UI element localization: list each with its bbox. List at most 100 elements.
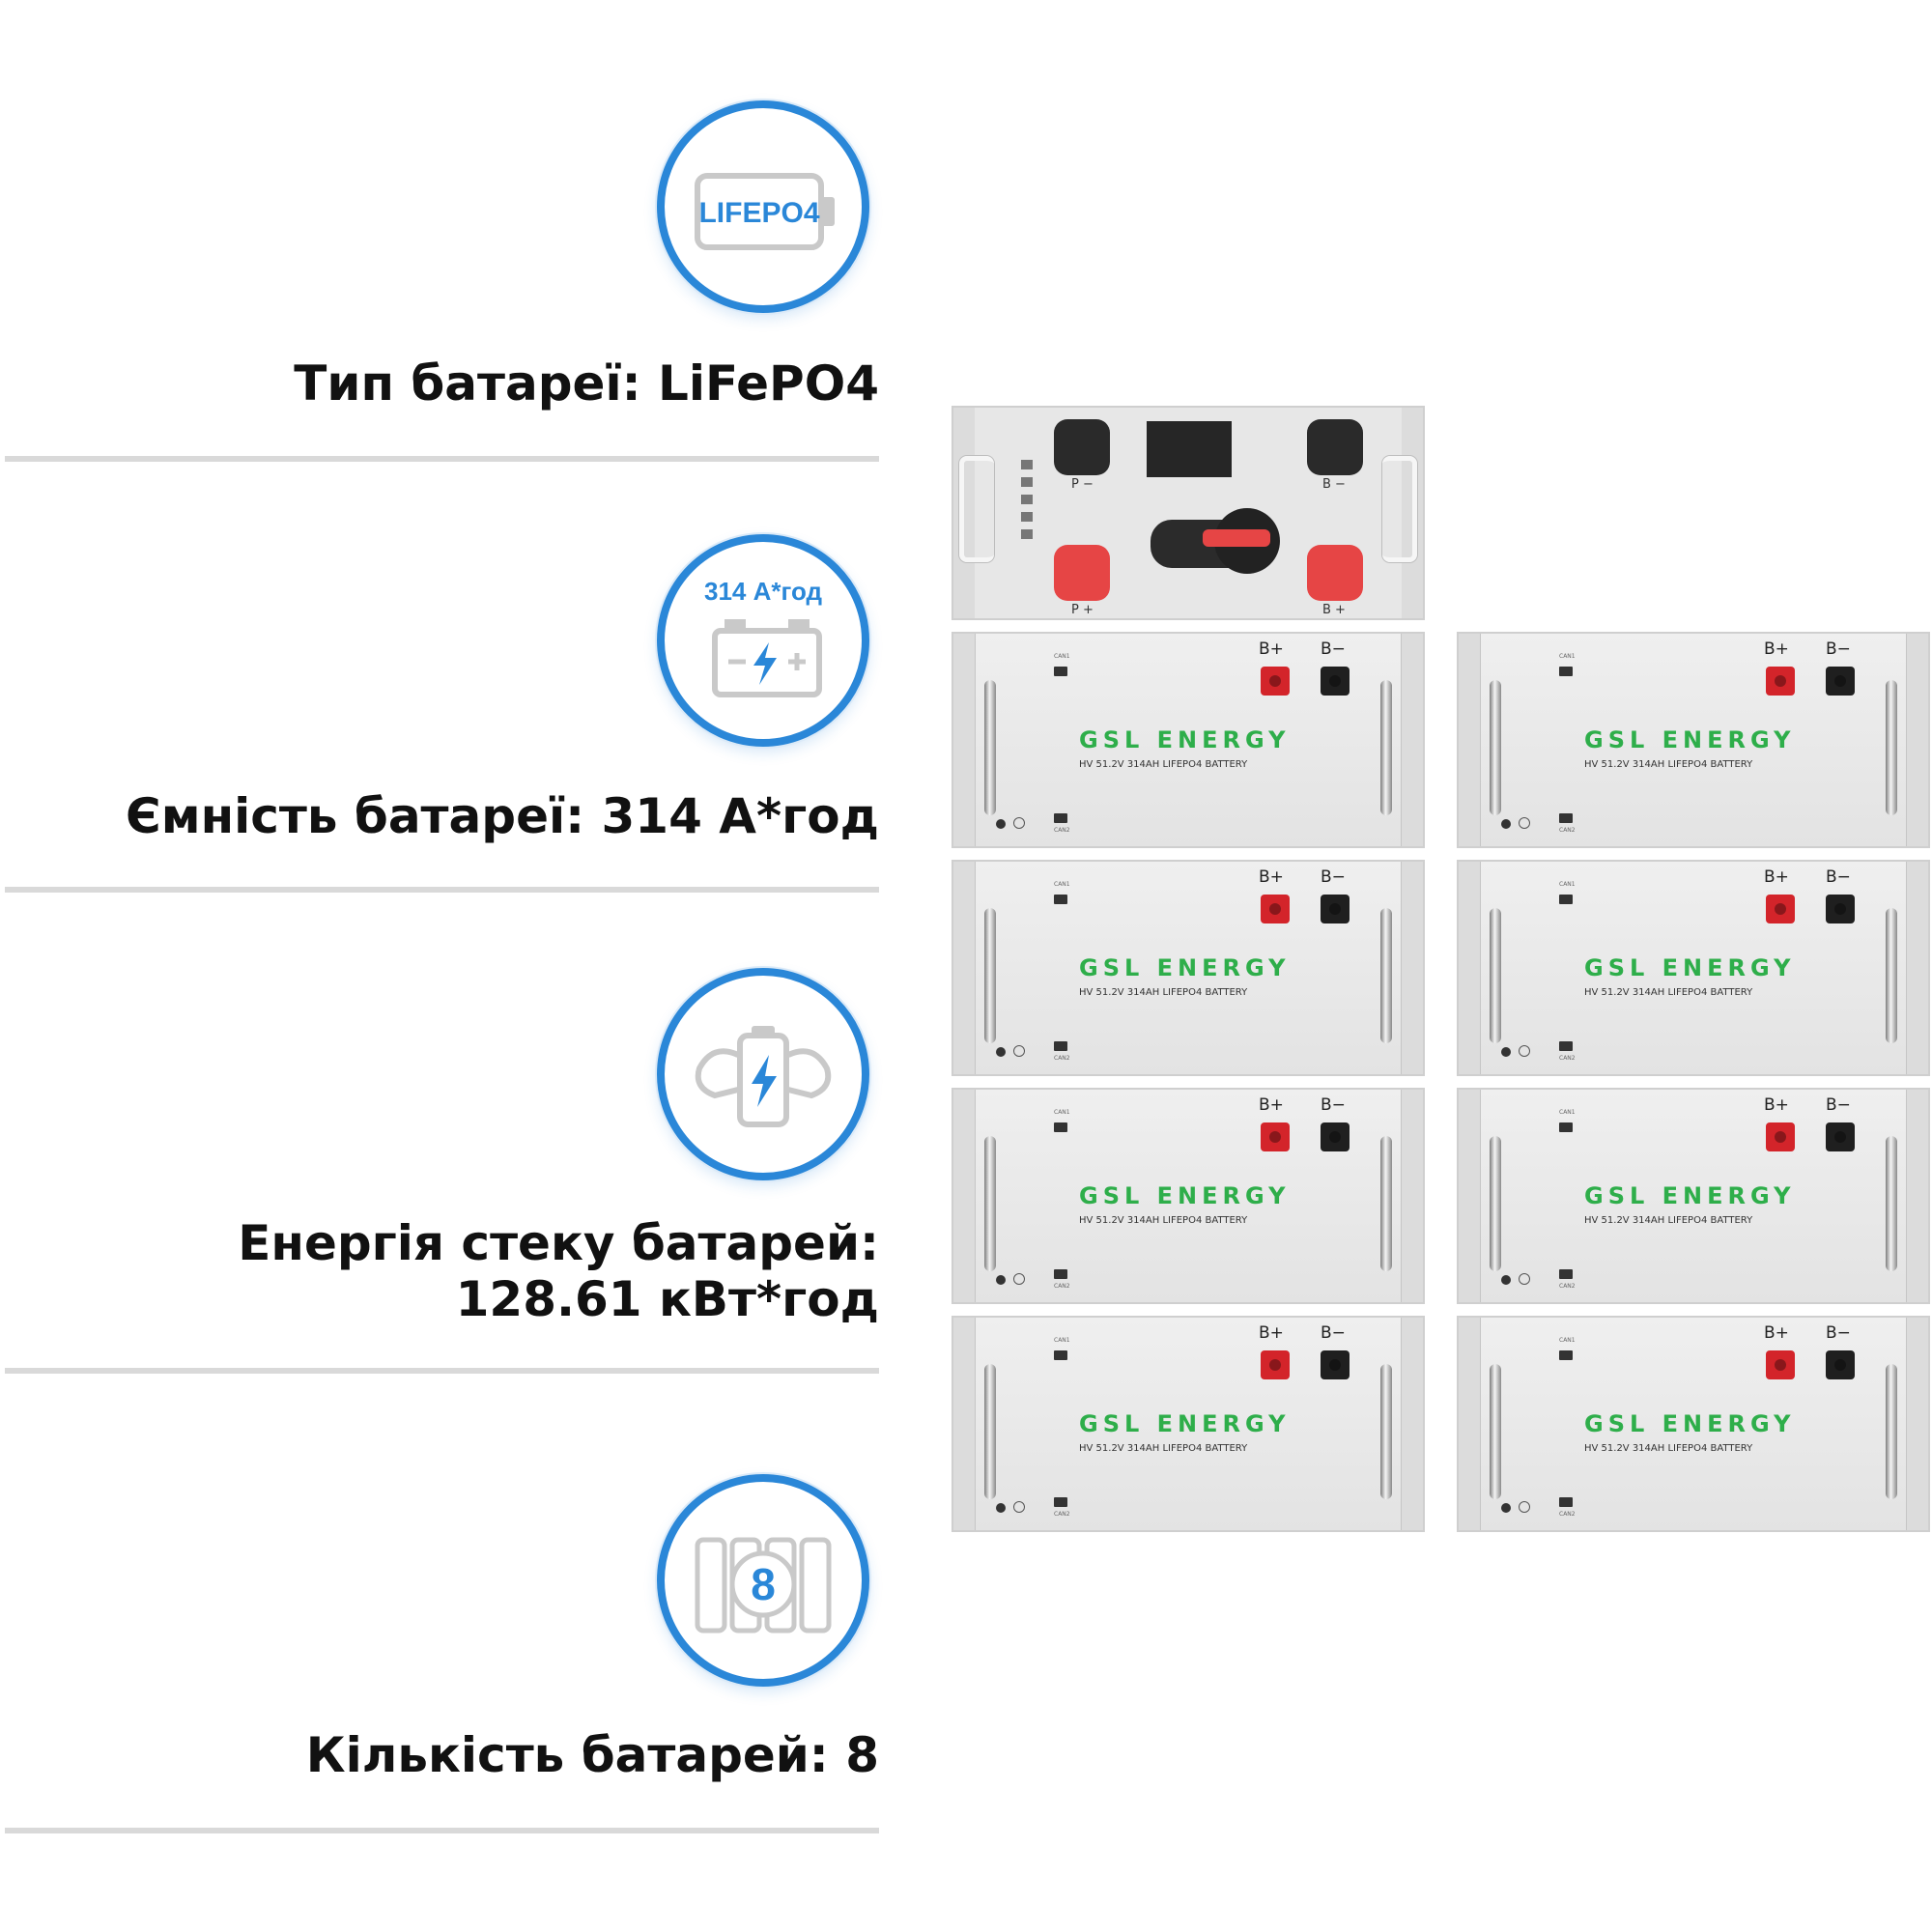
model-label: HV 51.2V 314AH LIFEPO4 BATTERY xyxy=(1079,759,1248,770)
strong-battery-icon xyxy=(695,1026,832,1127)
b-plus-terminal xyxy=(1307,545,1363,601)
b-minus-terminal xyxy=(1307,419,1363,475)
negative-terminal xyxy=(1826,667,1855,696)
b-plus-label: B+ xyxy=(1259,639,1284,659)
port-label: CAN1 xyxy=(1054,1337,1070,1344)
positive-terminal xyxy=(1261,895,1290,923)
battery-type-icon-text: LIFEPO4 xyxy=(698,197,819,229)
can-port xyxy=(1559,895,1573,904)
can-port xyxy=(1054,813,1067,823)
can-port xyxy=(1559,1041,1573,1051)
power-button xyxy=(996,1503,1006,1513)
model-label: HV 51.2V 314AH LIFEPO4 BATTERY xyxy=(1584,759,1753,770)
brand-logo: GSL ENERGY xyxy=(1584,726,1796,753)
handle xyxy=(1380,1136,1392,1271)
port-label: CAN1 xyxy=(1054,1109,1070,1116)
port-label: CAN2 xyxy=(1054,827,1070,834)
can-port xyxy=(1559,1269,1573,1279)
handle xyxy=(1886,680,1897,815)
power-button xyxy=(1501,1275,1511,1285)
model-label: HV 51.2V 314AH LIFEPO4 BATTERY xyxy=(1584,987,1753,998)
ground-icon xyxy=(1519,1045,1530,1057)
handle xyxy=(1886,908,1897,1043)
b-minus-label: B− xyxy=(1321,867,1346,887)
b-plus-label: B+ xyxy=(1764,639,1789,659)
battery-count-badge: 8 xyxy=(657,1474,869,1687)
brand-logo: GSL ENERGY xyxy=(1584,1410,1796,1437)
divider xyxy=(5,1368,879,1374)
p-plus-label: P + xyxy=(1071,603,1094,617)
divider xyxy=(5,887,879,893)
negative-terminal xyxy=(1321,1350,1350,1379)
can-port xyxy=(1559,1122,1573,1132)
negative-terminal xyxy=(1826,895,1855,923)
positive-terminal xyxy=(1261,1350,1290,1379)
status-leds xyxy=(1021,460,1033,547)
stack-energy-label-line2: 128.61 кВт*год xyxy=(455,1271,879,1327)
capacity-label: Ємність батареї: 314 А*год xyxy=(126,788,879,844)
handle xyxy=(959,456,994,562)
brand-logo: GSL ENERGY xyxy=(1079,726,1291,753)
handle xyxy=(984,1364,996,1499)
brand-logo: GSL ENERGY xyxy=(1584,1182,1796,1209)
can-port xyxy=(1559,813,1573,823)
brand-logo: GSL ENERGY xyxy=(1079,1410,1291,1437)
port-label: CAN2 xyxy=(1559,827,1576,834)
ground-icon xyxy=(1013,1045,1025,1057)
control-box: P − B − P + B + xyxy=(952,406,1425,620)
battery-module: CAN1 B+ B− GSL ENERGY HV 51.2V 314AH LIF… xyxy=(1457,632,1930,848)
capacity-badge: 314 А*год xyxy=(657,534,869,747)
divider xyxy=(5,456,879,462)
can-port xyxy=(1054,667,1067,676)
ground-icon xyxy=(1519,1273,1530,1285)
port-label: CAN1 xyxy=(1054,653,1070,660)
power-button xyxy=(1501,1047,1511,1057)
model-label: HV 51.2V 314AH LIFEPO4 BATTERY xyxy=(1079,1215,1248,1226)
knob-handle xyxy=(1203,529,1270,547)
can-port xyxy=(1054,895,1067,904)
negative-terminal xyxy=(1321,1122,1350,1151)
port-label: CAN2 xyxy=(1559,1511,1576,1518)
ground-icon xyxy=(1013,1501,1025,1513)
positive-terminal xyxy=(1766,1350,1795,1379)
b-plus-label: B+ xyxy=(1259,1095,1284,1115)
stack-energy-label-line1: Енергія стеку батарей: xyxy=(238,1215,879,1271)
ground-icon xyxy=(1519,1501,1530,1513)
handle xyxy=(1490,1136,1501,1271)
negative-terminal xyxy=(1321,667,1350,696)
battery-cells-icon: 8 xyxy=(695,1537,832,1634)
handle xyxy=(1490,908,1501,1043)
model-label: HV 51.2V 314AH LIFEPO4 BATTERY xyxy=(1584,1215,1753,1226)
battery-module: CAN1 B+ B− GSL ENERGY HV 51.2V 314AH LIF… xyxy=(952,860,1425,1076)
positive-terminal xyxy=(1766,1122,1795,1151)
b-minus-label: B− xyxy=(1321,1323,1346,1343)
handle xyxy=(1886,1364,1897,1499)
brand-logo: GSL ENERGY xyxy=(1079,954,1291,981)
handle xyxy=(1490,680,1501,815)
battery-count-icon-text: 8 xyxy=(751,1559,776,1609)
power-button xyxy=(996,1275,1006,1285)
b-plus-label: B+ xyxy=(1764,1323,1789,1343)
divider xyxy=(5,1828,879,1833)
b-minus-label: B− xyxy=(1321,639,1346,659)
power-button xyxy=(1501,819,1511,829)
power-button xyxy=(996,1047,1006,1057)
negative-terminal xyxy=(1826,1350,1855,1379)
power-button xyxy=(1501,1503,1511,1513)
port-label: CAN1 xyxy=(1054,881,1070,888)
can-port xyxy=(1054,1269,1067,1279)
positive-terminal xyxy=(1261,1122,1290,1151)
negative-terminal xyxy=(1321,895,1350,923)
port-label: CAN1 xyxy=(1559,881,1576,888)
port-label: CAN1 xyxy=(1559,653,1576,660)
ground-icon xyxy=(1013,1273,1025,1285)
b-minus-label: B− xyxy=(1826,867,1851,887)
brand-logo: GSL ENERGY xyxy=(1079,1182,1291,1209)
positive-terminal xyxy=(1261,667,1290,696)
model-label: HV 51.2V 314AH LIFEPO4 BATTERY xyxy=(1584,1443,1753,1454)
port-label: CAN2 xyxy=(1054,1283,1070,1290)
can-port xyxy=(1054,1350,1067,1360)
port-label: CAN2 xyxy=(1054,1511,1070,1518)
b-minus-label: B− xyxy=(1826,639,1851,659)
can-port xyxy=(1559,1350,1573,1360)
